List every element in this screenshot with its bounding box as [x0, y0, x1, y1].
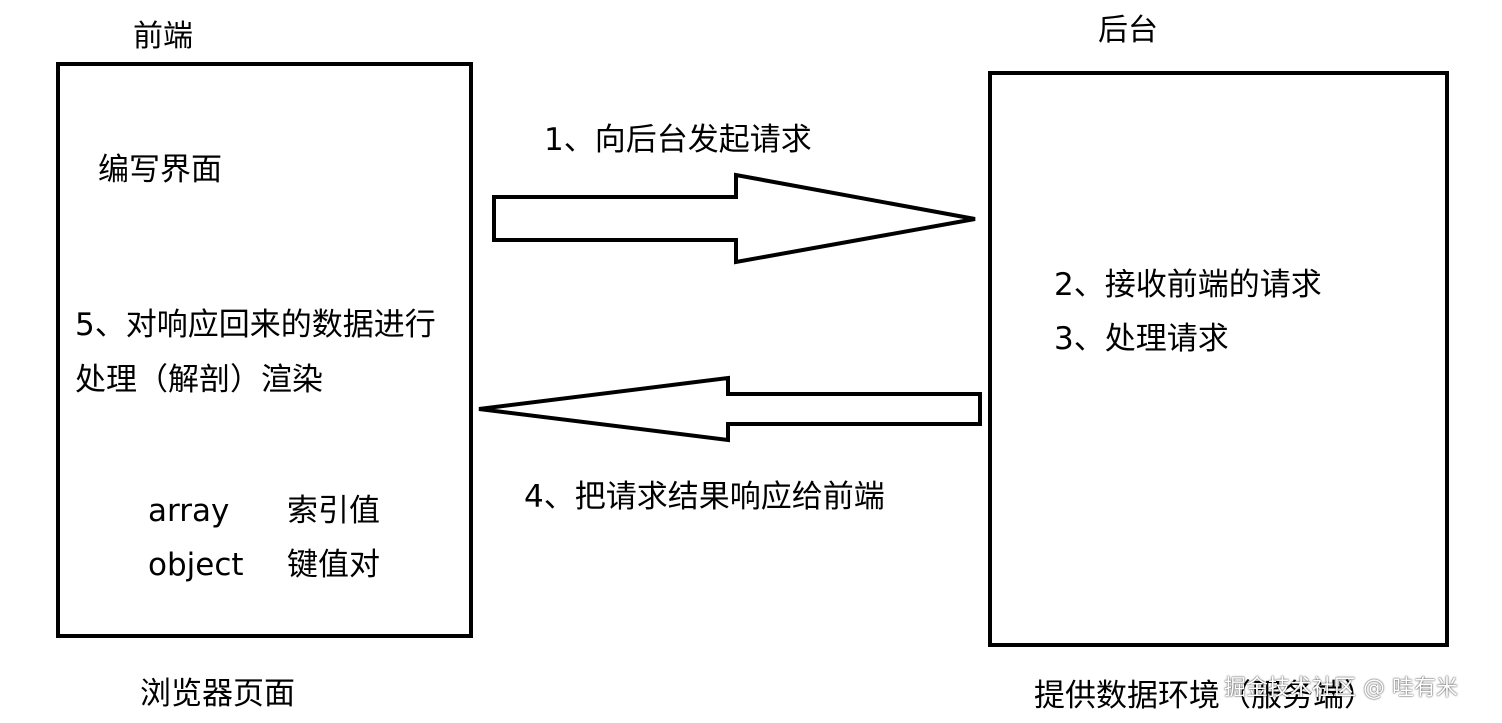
frontend-box: [56, 62, 473, 638]
backend-caption: 提供数据环境（服务端）: [1034, 678, 1375, 714]
object-label: object: [148, 547, 244, 583]
response-label: 4、把请求结果响应给前端: [524, 479, 885, 515]
watermark: 掘金技术社区 @ 哇有米: [1224, 676, 1458, 701]
array-label: array: [148, 493, 230, 529]
backend-step2-text: 2、接收前端的请求: [1054, 267, 1322, 303]
frontend-step5-line2: 处理（解剖）渲染: [75, 362, 323, 398]
frontend-caption: 浏览器页面: [140, 676, 295, 712]
request-label: 1、向后台发起请求: [544, 122, 812, 158]
frontend-step5-line1: 5、对响应回来的数据进行: [75, 307, 436, 343]
backend-box: [988, 71, 1449, 647]
request-arrow: [492, 172, 976, 265]
object-description: 键值对: [287, 547, 380, 583]
response-arrow: [478, 375, 982, 443]
backend-step3-text: 3、处理请求: [1054, 321, 1229, 357]
frontend-write-ui-text: 编写界面: [98, 152, 222, 188]
array-description: 索引值: [287, 493, 380, 529]
frontend-title: 前端: [133, 19, 193, 54]
backend-title: 后台: [1098, 13, 1158, 48]
